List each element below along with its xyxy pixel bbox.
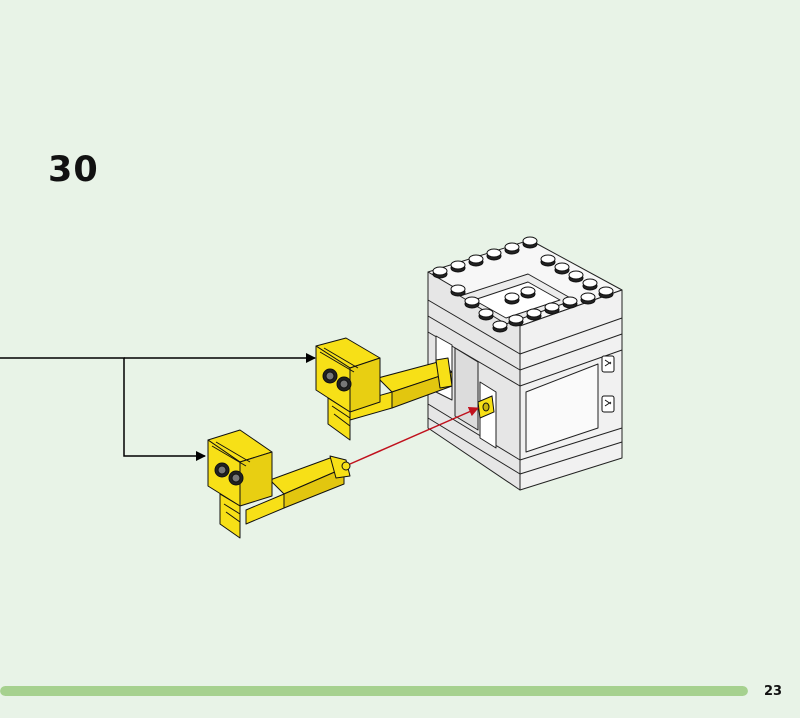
studs bbox=[432, 236, 614, 333]
yellow-pin-in-box bbox=[477, 395, 495, 419]
yellow-part-lower bbox=[207, 429, 351, 539]
page-number: 23 bbox=[764, 684, 783, 699]
progress-bar bbox=[0, 686, 748, 696]
side-clips bbox=[601, 355, 615, 413]
callout-arrow-lower bbox=[0, 357, 206, 461]
step-number: 30 bbox=[48, 150, 99, 190]
insertion-arrow bbox=[349, 407, 479, 465]
yellow-part-upper bbox=[315, 337, 453, 441]
white-brick-box bbox=[427, 239, 623, 491]
progress-bar-fill bbox=[0, 686, 748, 696]
callout-lines bbox=[0, 353, 316, 461]
